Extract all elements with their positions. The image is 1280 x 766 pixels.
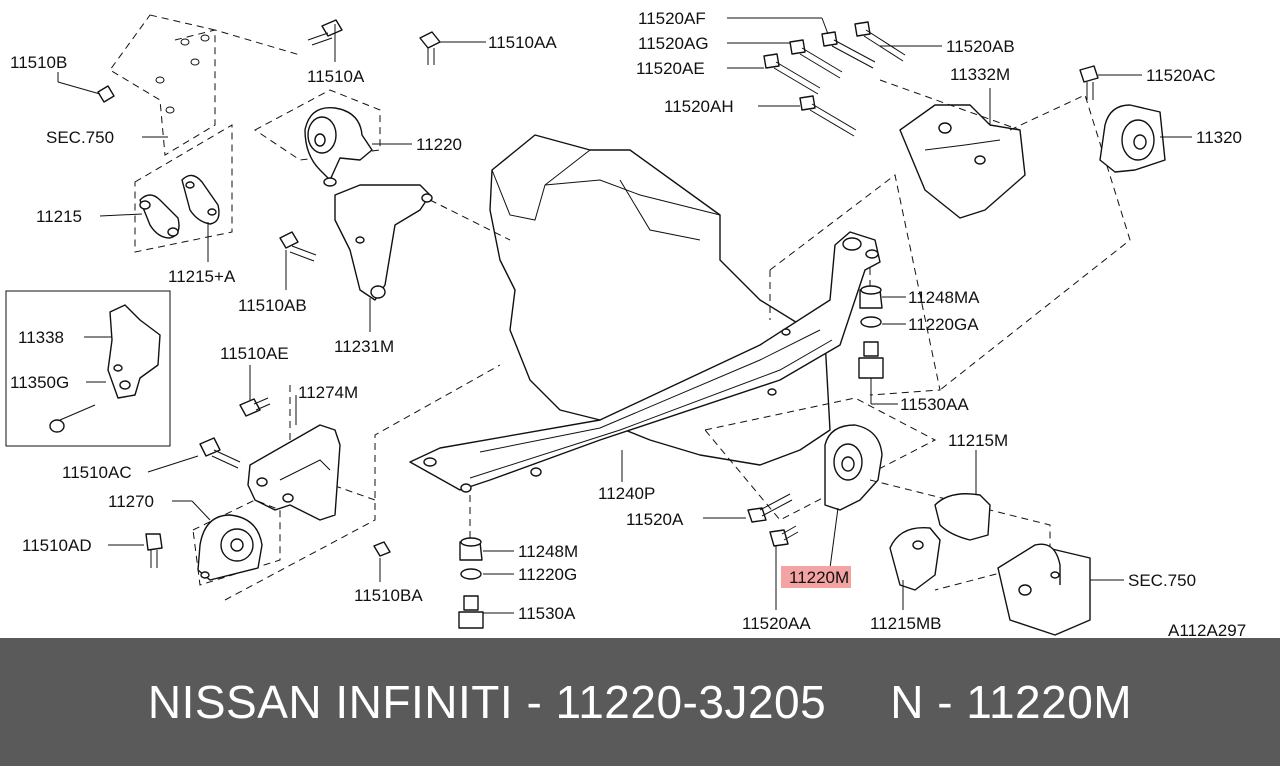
label-11520a: 11520A bbox=[626, 510, 684, 529]
bolt-11510a bbox=[307, 19, 343, 46]
label-11270: 11270 bbox=[108, 492, 154, 511]
part-highlight bbox=[781, 566, 851, 588]
hardware-11248m-left bbox=[458, 495, 484, 629]
label-11215a: 11215+A bbox=[168, 267, 236, 286]
label-11274m: 11274M bbox=[298, 383, 358, 402]
crossmember-11240p bbox=[409, 231, 881, 493]
mount-insulator-11220 bbox=[254, 89, 381, 187]
nut-11510ba bbox=[373, 541, 391, 557]
leader-lines bbox=[57, 17, 1192, 614]
label-11510b: 11510B bbox=[10, 53, 67, 72]
label-11220: 11220 bbox=[416, 135, 462, 154]
label-11320: 11320 bbox=[1196, 128, 1242, 147]
exploded-parts-diagram: 11510B 11510A 11510AA SEC.750 11220 1121… bbox=[5, 9, 1247, 638]
stoppers-11215m-sec750 bbox=[869, 479, 1091, 636]
label-11510ad: 11510AD bbox=[22, 536, 92, 555]
bolt-11510aa bbox=[419, 31, 441, 65]
bolts-11520a-11520aa bbox=[747, 493, 799, 547]
label-11332m: 11332M bbox=[950, 65, 1010, 84]
brand-part-number: NISSAN INFINITI - 11220-3J205 bbox=[147, 676, 827, 728]
label-11520ah: 11520AH bbox=[664, 97, 734, 116]
reference-part-number: N - 11220M bbox=[890, 676, 1133, 728]
label-11215mb: 11215MB bbox=[870, 614, 942, 633]
label-11510ab: 11510AB bbox=[238, 296, 307, 315]
label-11220m: 11220M bbox=[789, 568, 849, 587]
bracket-11274m bbox=[247, 385, 376, 521]
label-sec750-right: SEC.750 bbox=[1128, 571, 1196, 590]
part-number-banner: NISSAN INFINITI - 11220-3J205 N - 11220M bbox=[0, 638, 1280, 766]
hardware-11248ma-right bbox=[858, 268, 884, 379]
bolt-11510ad bbox=[145, 533, 163, 568]
label-11510ac: 11510AC bbox=[62, 463, 132, 482]
label-11248m: 11248M bbox=[518, 542, 578, 561]
label-11510aa: 11510AA bbox=[488, 33, 557, 52]
label-sec750-left: SEC.750 bbox=[46, 128, 114, 147]
label-11520ac: 11520AC bbox=[1146, 66, 1216, 85]
mount-insulator-11220m bbox=[704, 397, 937, 521]
bolt-11510ac bbox=[199, 437, 241, 469]
label-11248ma: 11248MA bbox=[908, 288, 980, 307]
mount-insulator-11270 bbox=[192, 499, 281, 586]
label-11350g: 11350G bbox=[10, 373, 69, 392]
part-labels: 11510B 11510A 11510AA SEC.750 11220 1121… bbox=[10, 9, 1246, 638]
label-11520aa: 11520AA bbox=[742, 614, 811, 633]
label-11520ae: 11520AE bbox=[636, 59, 705, 78]
label-11510a: 11510A bbox=[307, 67, 365, 86]
sec750-bracket-topleft bbox=[97, 14, 301, 156]
label-diagram-code: A112A297 bbox=[1168, 621, 1246, 638]
label-11510ba: 11510BA bbox=[354, 586, 423, 605]
label-11231m: 11231M bbox=[334, 337, 394, 356]
crossmember-dashed-outline bbox=[224, 174, 941, 601]
label-11338: 11338 bbox=[18, 328, 64, 347]
label-11520ag: 11520AG bbox=[638, 34, 709, 53]
label-11215m: 11215M bbox=[948, 431, 1008, 450]
label-11530a: 11530A bbox=[518, 604, 576, 623]
label-11520ab: 11520AB bbox=[946, 37, 1015, 56]
bolt-11510ae bbox=[239, 397, 271, 417]
bolts-11520a-series bbox=[763, 21, 906, 137]
label-11520af: 11520AF bbox=[638, 9, 706, 28]
label-11510ae: 11510AE bbox=[220, 344, 289, 363]
inset-box-11338 bbox=[5, 290, 171, 447]
insulator-11320 bbox=[939, 65, 1166, 391]
label-11240p: 11240P bbox=[598, 484, 655, 503]
bracket-11231m bbox=[334, 184, 511, 301]
label-11530aa: 11530AA bbox=[900, 395, 969, 414]
label-11220g: 11220G bbox=[518, 565, 577, 584]
label-11220ga: 11220GA bbox=[908, 315, 979, 334]
label-11215: 11215 bbox=[36, 207, 82, 226]
bracket-11332m bbox=[879, 79, 1026, 219]
stoppers-11215 bbox=[134, 124, 233, 253]
bolt-11510ab bbox=[279, 231, 317, 262]
